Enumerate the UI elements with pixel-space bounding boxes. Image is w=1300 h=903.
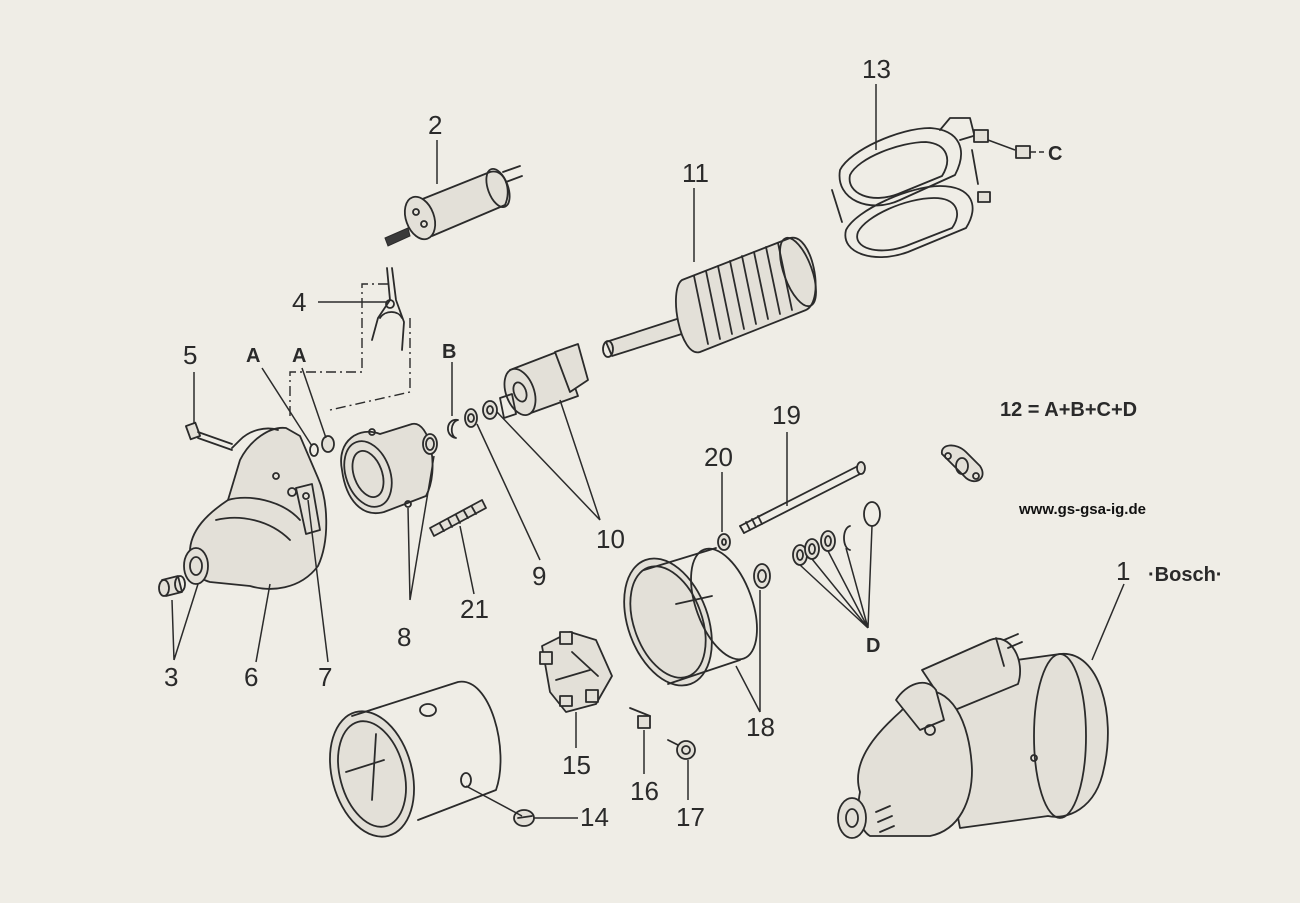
armature-part: [602, 236, 817, 358]
pole-housing-18: [623, 547, 771, 687]
callout-10: 10: [596, 524, 625, 554]
callout-3: 3: [164, 662, 178, 692]
brand-label: ·Bosch·: [1148, 564, 1222, 586]
callout-20: 20: [704, 442, 733, 472]
callout-6: 6: [244, 662, 258, 692]
formula-text: 12 = A+B+C+D: [1000, 399, 1137, 421]
callout-18: 18: [746, 712, 775, 742]
callout-4: 4: [292, 287, 306, 317]
callout-5: 5: [183, 340, 197, 370]
shims-d: [792, 501, 881, 566]
screw-14: [513, 809, 535, 827]
callout-16: 16: [630, 776, 659, 806]
washer-20: [717, 533, 731, 551]
callout-letter-d: D: [866, 635, 880, 657]
field-winding-part: [831, 117, 1044, 258]
bushing-part: [158, 575, 186, 597]
callout-1: 1: [1116, 556, 1130, 586]
callout-7: 7: [318, 662, 332, 692]
callout-13: 13: [862, 54, 891, 84]
brush-holder-part: [539, 631, 613, 713]
callout-11: 11: [682, 158, 709, 188]
callout-2: 2: [428, 110, 442, 140]
callout-letter-c: C: [1048, 143, 1062, 165]
callout-15: 15: [562, 750, 591, 780]
brush-part: [629, 707, 651, 729]
callout-8: 8: [397, 622, 411, 652]
drive-end-bracket-part: [183, 427, 328, 590]
starter-motor-assembly: [837, 633, 1109, 839]
commutator-end-housing: [329, 681, 502, 838]
stud-part: [429, 499, 487, 537]
callout-21: 21: [460, 594, 489, 624]
circlip-b: [447, 419, 459, 439]
cover-plate: [941, 444, 984, 483]
callout-17: 17: [676, 802, 705, 832]
intermediate-bearing-part: [340, 423, 438, 515]
engaging-lever-part: [371, 267, 405, 351]
website-text: www.gs-gsa-ig.de: [1018, 501, 1146, 518]
pinion-drive-part: [499, 343, 589, 419]
callout-9: 9: [532, 561, 546, 591]
callout-19: 19: [772, 400, 801, 430]
bolt-part: [185, 421, 233, 451]
callout-letter-a1: A: [246, 345, 260, 367]
through-bolt-part: [739, 461, 866, 534]
callout-14: 14: [580, 802, 609, 832]
callout-letter-b: B: [442, 341, 456, 363]
callout-letter-a2: A: [292, 345, 306, 367]
washer-a: [321, 435, 335, 453]
solenoid-part: [384, 165, 523, 247]
brush-spring-part: [667, 739, 696, 760]
